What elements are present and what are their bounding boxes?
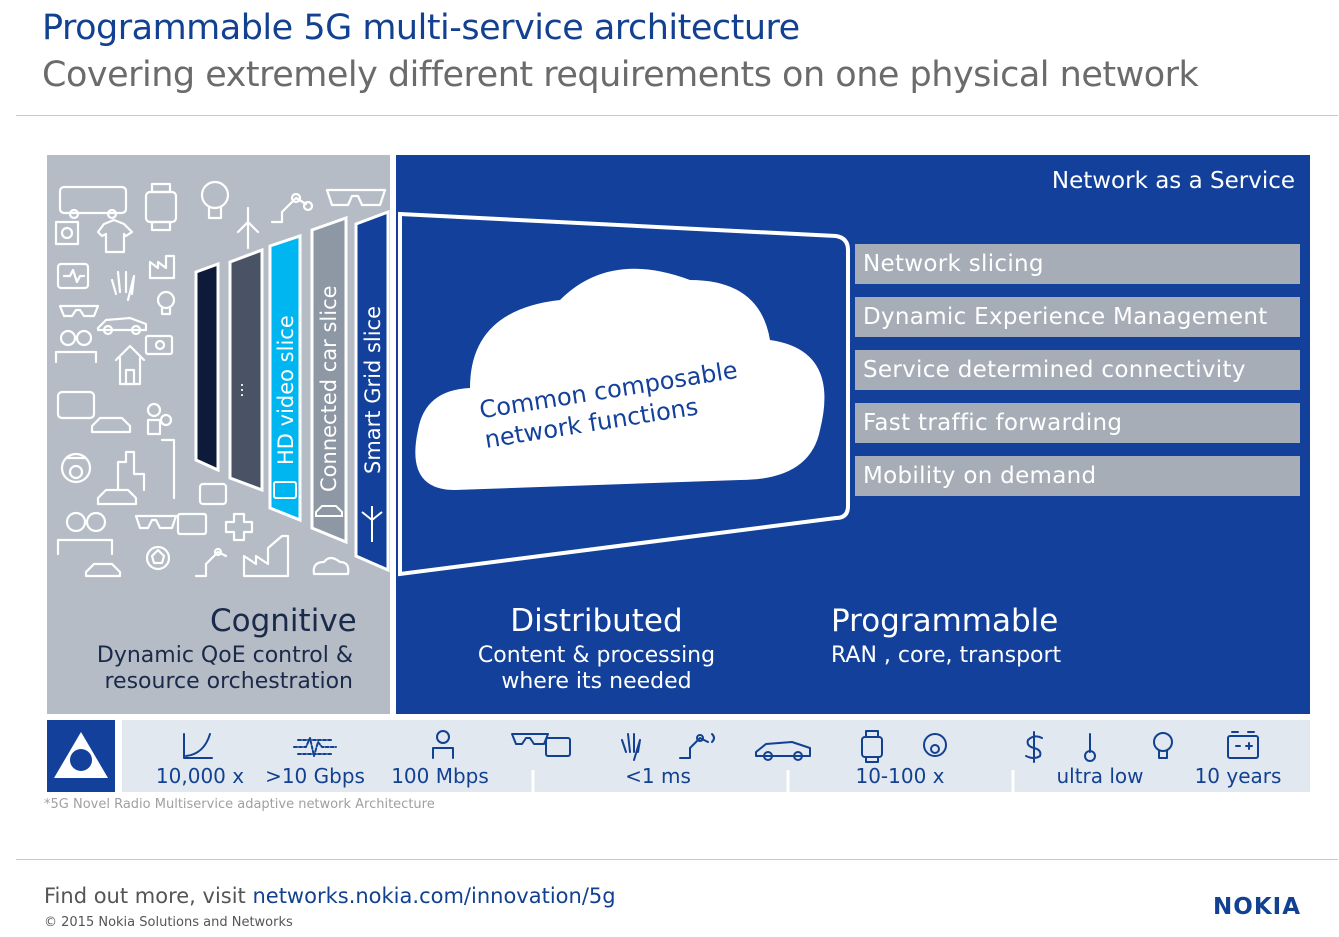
metric-battery: 10 years xyxy=(1194,764,1282,788)
smartwatch-icon xyxy=(144,182,178,232)
feature-fast-forwarding: Fast traffic forwarding xyxy=(855,403,1300,443)
network-frame xyxy=(398,211,850,577)
slice-funnel xyxy=(194,209,390,573)
feature-dynamic-experience: Dynamic Experience Management xyxy=(855,297,1300,337)
cloud-shape xyxy=(415,268,825,490)
people-icon xyxy=(54,329,98,364)
slice-car-icon xyxy=(315,505,343,517)
watch-metric-icon xyxy=(861,730,883,763)
monitor-icon xyxy=(56,262,90,290)
person-icon xyxy=(432,730,454,759)
glasses-icon xyxy=(58,304,100,318)
programmable-sub: RAN , core, transport xyxy=(831,643,1062,668)
feature-network-slicing: Network slicing xyxy=(855,244,1300,284)
distributed-title: Distributed xyxy=(510,603,683,639)
narma-logo-icon xyxy=(54,732,108,778)
vr-glasses-icon xyxy=(325,188,387,207)
shirt-icon xyxy=(96,218,134,254)
hd-video-slice-label: HD video slice xyxy=(274,315,298,465)
top-divider xyxy=(16,115,1338,116)
find-out-prefix: Find out more, visit xyxy=(44,884,253,908)
vr-goggles-metric-icon xyxy=(511,733,571,757)
naas-label: Network as a Service xyxy=(1051,168,1295,194)
house-icon xyxy=(114,344,146,386)
robot-arm-metric-icon xyxy=(679,733,715,759)
copyright: © 2015 Nokia Solutions and Networks xyxy=(44,915,293,930)
touch-hand-icon xyxy=(621,733,641,761)
remote-camera-icon xyxy=(144,334,174,356)
medical-cross-icon xyxy=(224,512,254,542)
metrics-bar xyxy=(122,720,1310,792)
car-bottom-icon xyxy=(84,562,122,578)
security-camera-icon xyxy=(60,452,92,484)
gears-icon xyxy=(146,402,173,436)
dollar-icon xyxy=(1025,731,1043,763)
metric-latency: <1 ms xyxy=(625,764,691,788)
programmable-title: Programmable xyxy=(831,603,1059,639)
cognitive-sub-2: resource orchestration xyxy=(104,669,354,694)
cognitive-title: Cognitive xyxy=(210,603,357,639)
wind-turbine-icon xyxy=(236,206,260,250)
slice-turbine-icon xyxy=(361,506,383,542)
thermometer-icon xyxy=(1084,733,1096,762)
cognitive-sub-1: Dynamic QoE control & xyxy=(96,643,353,668)
metric-capacity: 10,000 x xyxy=(155,764,245,788)
metric-cost: ultra low xyxy=(1056,764,1144,788)
innovation-link[interactable]: networks.nokia.com/innovation/5g xyxy=(252,884,616,908)
lightbulb-icon xyxy=(200,180,230,220)
streetlight-icon xyxy=(160,438,176,500)
footnote: *5G Novel Radio Multiservice adaptive ne… xyxy=(44,797,435,812)
city-icon xyxy=(116,450,146,492)
page-title: Programmable 5G multi-service architectu… xyxy=(42,8,800,48)
feature-service-connectivity: Service determined connectivity xyxy=(855,350,1300,390)
bulb-metric-icon xyxy=(1153,732,1173,759)
battery-icon xyxy=(1227,731,1259,759)
robot-arm-icon xyxy=(270,192,314,224)
sports-car-metric-icon xyxy=(755,741,811,761)
find-out-more: Find out more, visit networks.nokia.com/… xyxy=(44,884,616,908)
goggles-icon xyxy=(134,512,208,536)
distributed-sub-2: where its needed xyxy=(501,669,692,694)
metric-devices: 10-100 x xyxy=(855,764,945,788)
family-icon xyxy=(56,511,114,556)
nokia-logo: NOKIA xyxy=(1213,894,1301,920)
factory-large-icon xyxy=(242,534,290,578)
factory-icon xyxy=(148,254,176,280)
tablet-icon xyxy=(56,390,96,420)
ellipsis-slice-label: ... xyxy=(228,382,247,397)
robot-arm-small-icon xyxy=(194,547,228,578)
cloud-small-icon xyxy=(312,556,350,576)
growth-curve-icon xyxy=(183,733,213,759)
security-cam-metric-icon xyxy=(923,733,947,757)
signal-wave-icon xyxy=(293,737,337,757)
metric-throughput: >10 Gbps xyxy=(265,764,365,788)
connected-car-slice-label: Connected car slice xyxy=(317,285,341,492)
bottom-divider xyxy=(16,859,1338,860)
camera-icon xyxy=(54,220,80,246)
football-icon xyxy=(145,545,171,571)
feature-mobility: Mobility on demand xyxy=(855,456,1300,496)
hand-icon xyxy=(110,270,136,302)
car-small-icon xyxy=(96,488,138,506)
bus-icon xyxy=(58,185,128,220)
small-bulb-icon xyxy=(156,290,176,316)
screen-icon xyxy=(198,482,228,506)
distributed-sub-1: Content & processing xyxy=(477,643,716,668)
slice-tablet-icon xyxy=(273,481,297,499)
page-subtitle: Covering extremely different requirement… xyxy=(42,55,1199,95)
smart-grid-slice-label: Smart Grid slice xyxy=(361,306,385,474)
sports-car-icon xyxy=(96,316,148,336)
car-icon xyxy=(90,416,132,434)
metric-user-rate: 100 Mbps xyxy=(391,764,489,788)
